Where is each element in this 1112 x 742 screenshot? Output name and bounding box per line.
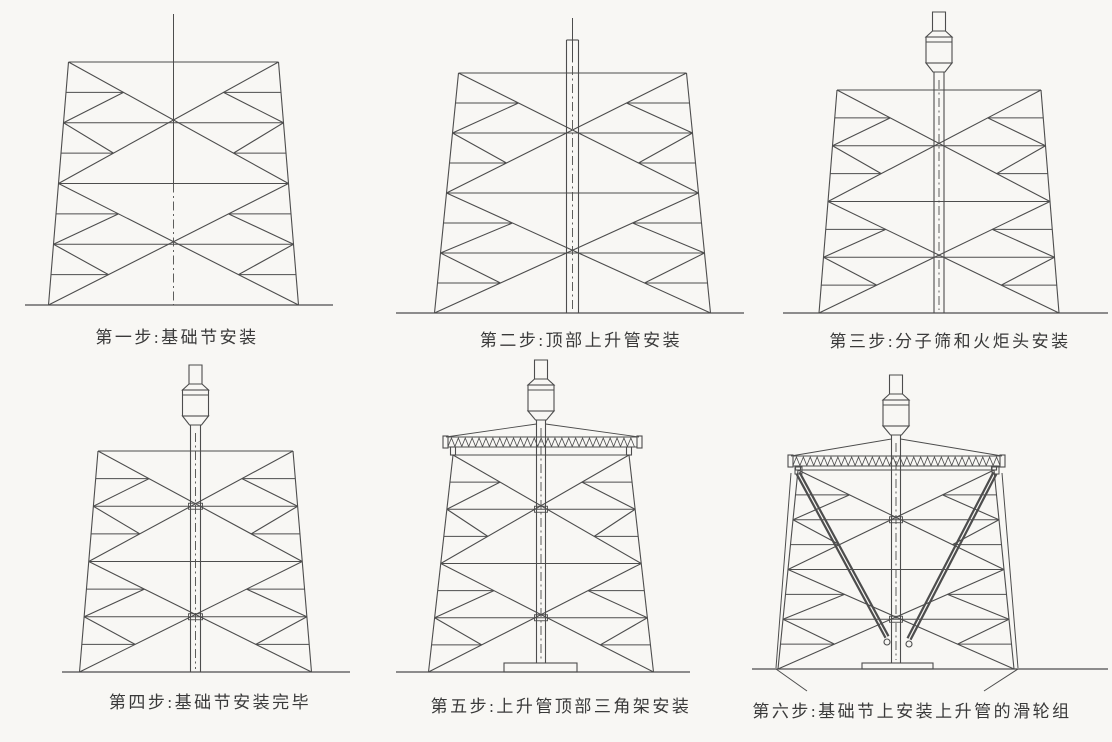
step-4-caption: 第四步:基础节安装完毕 [108, 693, 312, 712]
step-3-figure [783, 11, 1108, 314]
step-2-caption: 第二步:顶部上升管安装 [479, 331, 683, 350]
step-5-caption: 第五步:上升管顶部三角架安装 [430, 697, 692, 716]
step-6-caption: 第六步:基础节上安装上升管的滑轮组 [752, 702, 1072, 721]
step-1-figure [25, 14, 333, 306]
step-6-figure [752, 374, 1108, 692]
step-2-figure [396, 18, 744, 314]
step-5-figure [396, 359, 690, 673]
step-3-caption: 第三步:分子筛和火炬头安装 [829, 332, 1071, 351]
step-1-caption: 第一步:基础节安装 [95, 328, 259, 347]
step-4-figure [62, 364, 350, 673]
